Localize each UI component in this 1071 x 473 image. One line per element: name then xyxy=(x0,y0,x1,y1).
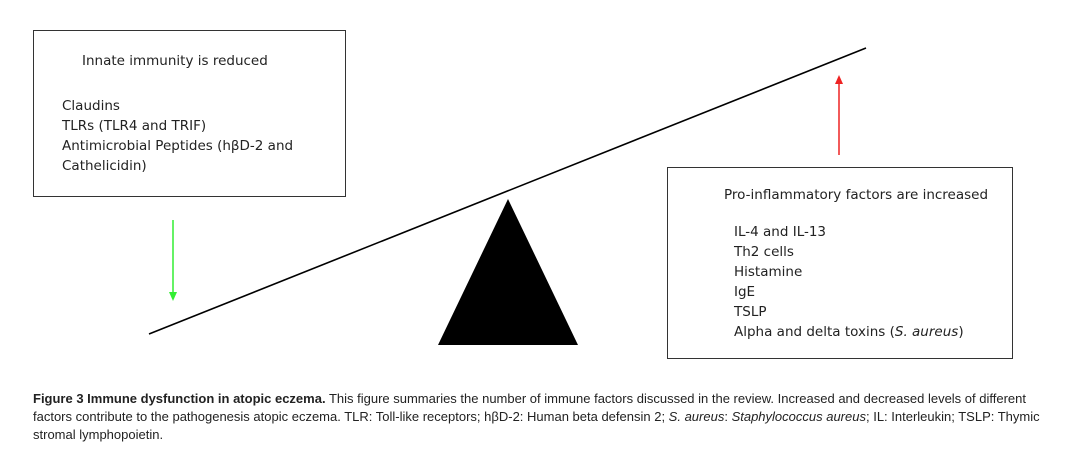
list-item: Histamine xyxy=(734,264,803,280)
caption-text-1: This figure summaries the number of immu… xyxy=(33,391,1026,424)
left-box-heading: Innate immunity is reduced xyxy=(82,53,268,69)
reduced-innate-immunity-box: Innate immunity is reduced Claudins TLRs… xyxy=(33,30,346,197)
caption-italic-2: Staphylococcus aureus xyxy=(731,409,866,424)
list-item: IgE xyxy=(734,284,756,300)
caption-italic-1: S. aureus xyxy=(668,409,725,424)
list-item: TLRs (TLR4 and TRIF) xyxy=(62,118,207,134)
list-item: Claudins xyxy=(62,98,120,114)
increased-proinflammatory-box: Pro-inflammatory factors are increased I… xyxy=(667,167,1013,359)
toxins-suffix: ) xyxy=(958,324,964,340)
seesaw-diagram xyxy=(148,47,867,345)
fulcrum-triangle xyxy=(438,199,578,345)
toxins-prefix: Alpha and delta toxins ( xyxy=(734,324,895,340)
balance-beam xyxy=(148,47,867,335)
down-arrow xyxy=(169,220,177,301)
up-arrow xyxy=(835,75,843,155)
figure-label: Figure 3 Immune dysfunction in atopic ec… xyxy=(33,391,326,406)
caption-text-2: : xyxy=(724,409,732,424)
toxins-species: S. aureus xyxy=(894,324,959,340)
right-box-heading: Pro-inflammatory factors are increased xyxy=(724,187,989,203)
right-box-list: IL-4 and IL-13 Th2 cells Histamine IgE T… xyxy=(734,222,964,342)
list-item: Antimicrobial Peptides (hβD-2 and Cathel… xyxy=(62,138,294,174)
left-box-list: Claudins TLRs (TLR4 and TRIF) Antimicrob… xyxy=(62,96,332,176)
list-item: Alpha and delta toxins (S. aureus) xyxy=(734,322,964,342)
caption-text-3: ; IL: Interleukin; TSLP: Thymic stromal … xyxy=(33,409,1040,442)
list-item: TSLP xyxy=(734,304,767,320)
list-item: Th2 cells xyxy=(734,244,794,260)
figure-caption: Figure 3 Immune dysfunction in atopic ec… xyxy=(33,390,1043,444)
list-item: IL-4 and IL-13 xyxy=(734,224,827,240)
